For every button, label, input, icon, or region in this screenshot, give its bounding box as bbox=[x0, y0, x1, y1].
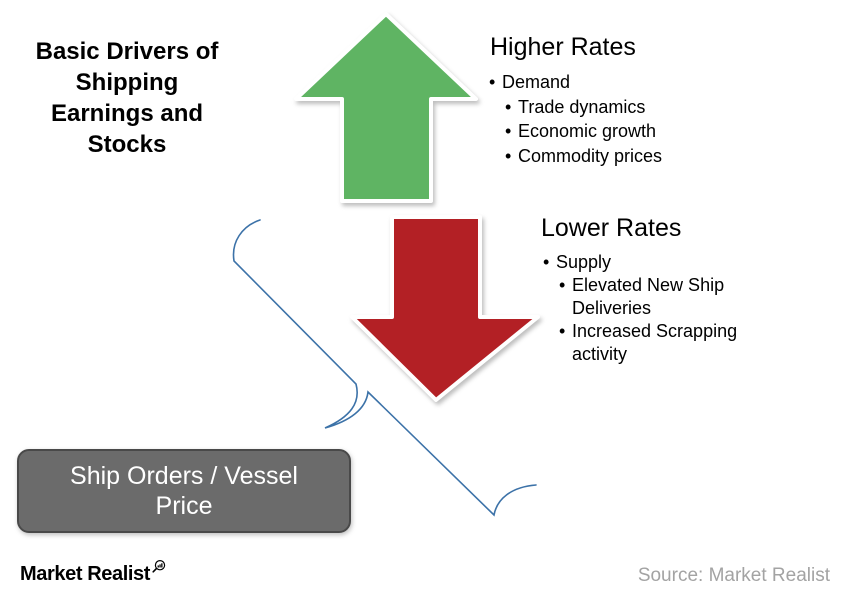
list-item-label: Commodity prices bbox=[518, 145, 663, 166]
up-arrow-icon bbox=[294, 12, 478, 203]
higher-rates-list: • Demand • Trade dynamics • Economic gro… bbox=[489, 70, 719, 168]
magnifier-chart-icon bbox=[151, 559, 167, 580]
list-item-label: Demand bbox=[502, 72, 571, 92]
lower-rates-heading: Lower Rates bbox=[541, 214, 682, 242]
bullet-marker: • bbox=[505, 121, 512, 141]
lower-rates-list: • Supply • Elevated New Ship Deliveries … bbox=[543, 251, 763, 366]
market-realist-logo: Market Realist bbox=[20, 559, 167, 586]
bullet-marker: • bbox=[559, 275, 566, 295]
bullet-marker: • bbox=[559, 321, 566, 341]
higher-rates-heading: Higher Rates bbox=[490, 33, 636, 61]
list-item: • Supply bbox=[543, 251, 763, 274]
list-item: • Commodity prices bbox=[505, 144, 719, 169]
list-item-label: Economic growth bbox=[518, 121, 657, 141]
bullet-marker: • bbox=[489, 72, 496, 92]
slide-title: Basic Drivers of Shipping Earnings and S… bbox=[35, 38, 219, 158]
logo-text: Market Realist bbox=[20, 563, 151, 585]
list-item-label: Elevated New Ship Deliveries bbox=[572, 275, 725, 318]
list-item: • Demand bbox=[489, 70, 719, 95]
source-text: Source: Market Realist bbox=[637, 565, 830, 586]
curly-brace-connector bbox=[232, 219, 537, 517]
list-item: • Increased Scrapping activity bbox=[559, 320, 763, 366]
ship-orders-box-label: Ship Orders / Vessel Price bbox=[70, 462, 298, 520]
list-item: • Trade dynamics bbox=[505, 95, 719, 120]
list-item-label: Trade dynamics bbox=[518, 96, 646, 117]
list-item: • Economic growth bbox=[505, 119, 719, 144]
down-arrow-icon bbox=[350, 215, 540, 402]
list-item-label: Increased Scrapping activity bbox=[572, 321, 738, 364]
ship-orders-box: Ship Orders / Vessel Price bbox=[17, 449, 351, 533]
list-item-label: Supply bbox=[556, 252, 612, 272]
bullet-marker: • bbox=[505, 145, 512, 166]
bullet-marker: • bbox=[543, 252, 550, 272]
bullet-marker: • bbox=[505, 96, 512, 117]
list-item: • Elevated New Ship Deliveries bbox=[559, 274, 763, 320]
